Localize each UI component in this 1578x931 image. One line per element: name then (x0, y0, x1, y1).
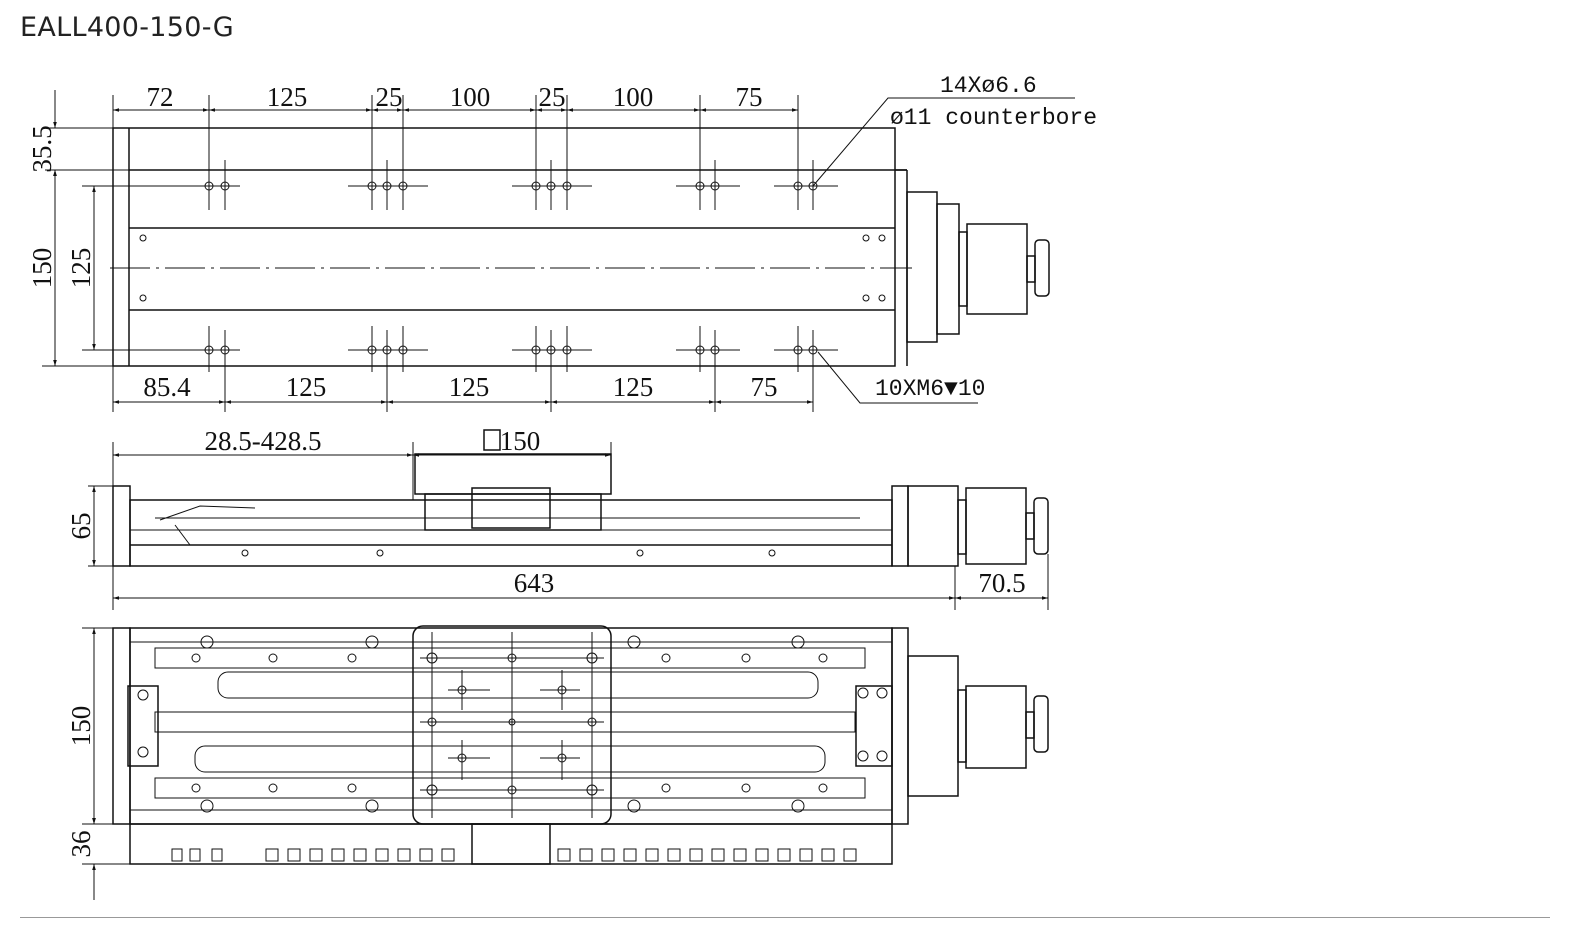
top-view: 72 125 25 100 25 100 75 85.4 125 125 125… (27, 73, 1097, 412)
dim-length: 643 (514, 568, 555, 598)
note-thread: 10XM6▼10 (875, 376, 985, 402)
drawing-title: EALL400-150-G (20, 12, 234, 43)
dim-chain: 36 (66, 831, 96, 858)
dim-bottom-4: 125 (613, 372, 654, 402)
dim-carriage: 150 (500, 426, 541, 456)
side-view: 28.5-428.5 150 65 643 70.5 (66, 426, 1049, 610)
dim-bottom-1: 85.4 (143, 372, 191, 402)
dim-height: 65 (66, 513, 96, 540)
dim-bottom-2: 125 (286, 372, 327, 402)
dim-top-4: 100 (450, 82, 491, 112)
dim-left-150: 150 (27, 248, 57, 289)
dim-left-35: 35.5 (27, 125, 57, 172)
bottom-divider (20, 917, 1550, 918)
note-counterbore-count: 14Xø6.6 (940, 73, 1037, 99)
dim-top-6: 100 (613, 82, 654, 112)
dim-top-5: 25 (539, 82, 566, 112)
cable-chain (171, 848, 857, 862)
dim-motor: 70.5 (978, 568, 1025, 598)
dim-stroke: 28.5-428.5 (205, 426, 322, 456)
note-counterbore: ø11 counterbore (890, 105, 1097, 131)
dim-top-7: 75 (736, 82, 763, 112)
dim-top-2: 125 (267, 82, 308, 112)
dim-bottom-5: 75 (751, 372, 778, 402)
dim-width: 150 (66, 706, 96, 747)
bottom-view: 150 36 (66, 625, 1049, 900)
dim-left-125: 125 (66, 248, 96, 289)
dim-bottom-3: 125 (449, 372, 490, 402)
dim-top-3: 25 (376, 82, 403, 112)
dim-top-1: 72 (147, 82, 174, 112)
